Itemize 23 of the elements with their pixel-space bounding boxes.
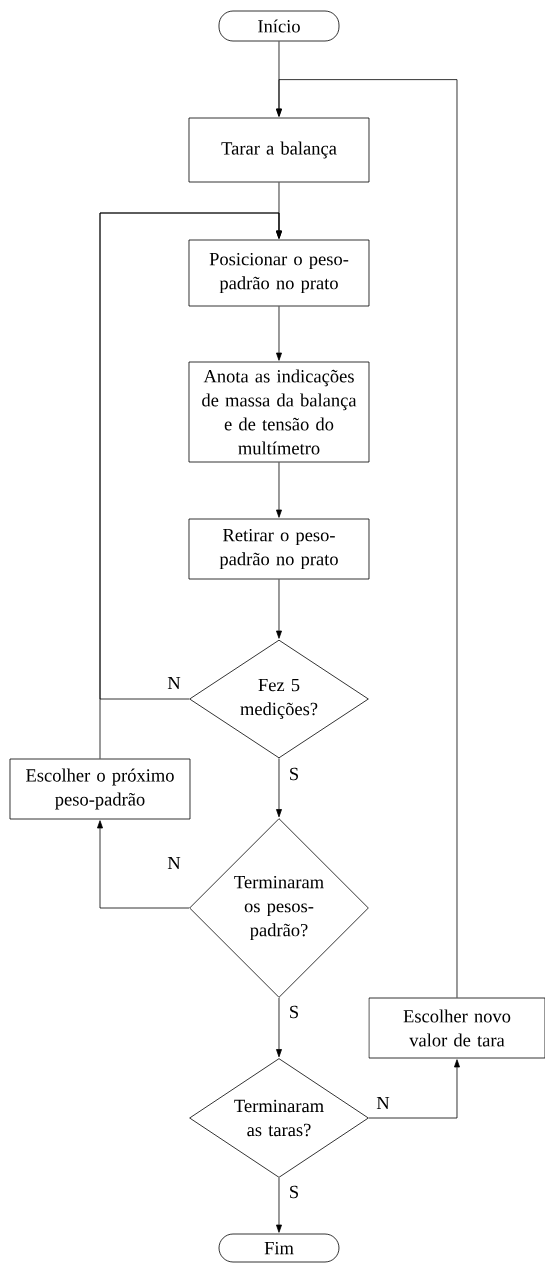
arrow (276, 579, 282, 639)
edge-label: N (376, 1096, 390, 1110)
arrow (276, 306, 282, 361)
edge-label: N (167, 856, 181, 870)
arrow (276, 1177, 282, 1233)
terminal-box: Fim (218, 1233, 340, 1263)
edge-label: S (290, 1005, 298, 1019)
process-box: Retirar o peso-padrão no prato (188, 518, 370, 580)
arrow (276, 758, 282, 818)
arrow (97, 820, 190, 909)
process-box: Anota as indicações de massa da balança e de tensão do multímetro (188, 361, 370, 463)
process-box: Escolher o próximo peso-padrão (9, 758, 191, 820)
terminal-box: Início (218, 10, 340, 42)
arrow (276, 79, 458, 998)
arrow (368, 1059, 460, 1119)
arrow (276, 462, 282, 518)
process-box: Tarar a balança (188, 117, 370, 183)
edge-label: S (290, 1185, 298, 1199)
arrow (276, 997, 282, 1058)
process-box: Escolher novo valor de tara (368, 997, 545, 1059)
edge-label: S (290, 767, 298, 781)
edge-label: N (167, 676, 181, 690)
process-box: Posicionar o peso-padrão no prato (188, 239, 370, 307)
